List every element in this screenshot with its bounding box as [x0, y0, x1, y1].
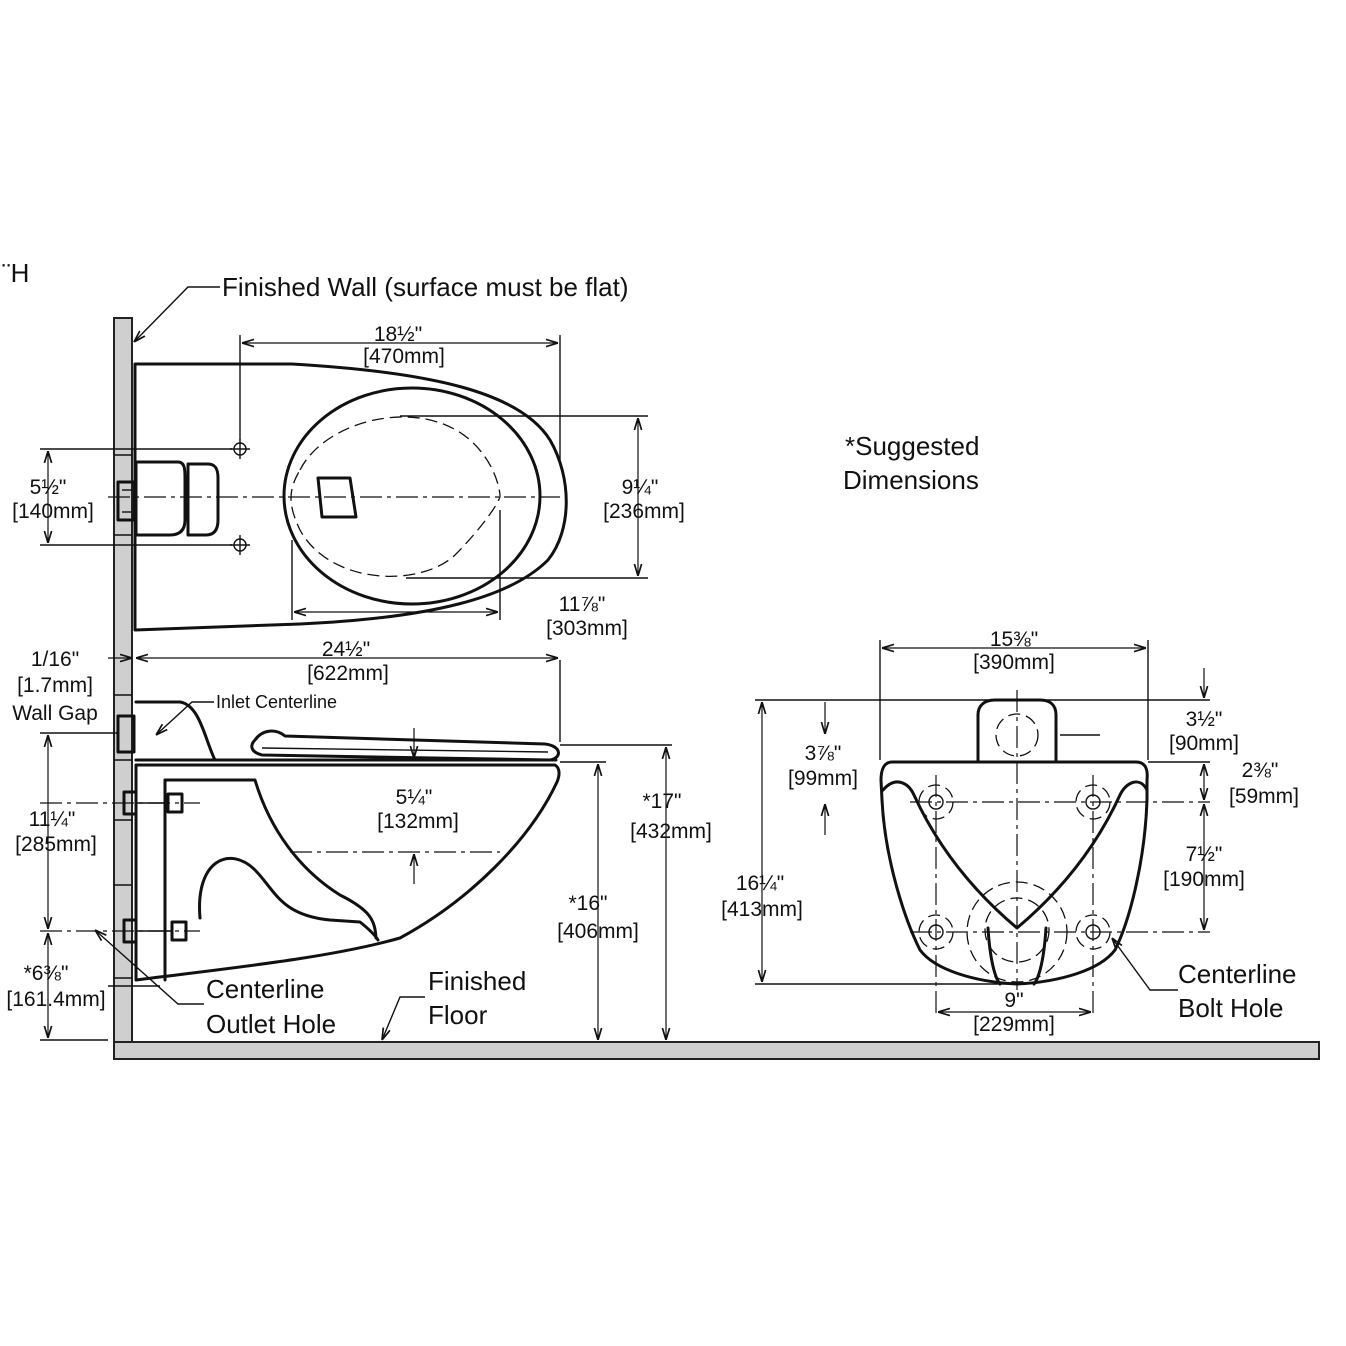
- finished-floor-label-1: Finished: [428, 966, 526, 996]
- dim-side-depth-mm: [622mm]: [307, 662, 389, 685]
- suggested-label: *Suggested: [845, 431, 979, 461]
- dim-top-width-mm: [470mm]: [363, 345, 445, 368]
- dim-front-mid-mm: [190mm]: [1163, 868, 1245, 891]
- dim-side-bowl-mm: [132mm]: [377, 810, 459, 833]
- dim-front-height-in: 16¼": [736, 872, 784, 895]
- top-view: [40, 335, 648, 632]
- corner-label: ¨H: [2, 258, 29, 288]
- dim-top-height-in: 9¼": [622, 476, 659, 499]
- dim-front-top-in: 3⅞": [805, 742, 842, 765]
- dim-side-bolt-in: 11¼": [29, 808, 76, 831]
- dim-top-seat-mm: [303mm]: [546, 617, 628, 640]
- dim-side-17-mm: [432mm]: [630, 820, 712, 843]
- outlet-centerline-label: Centerline: [206, 974, 325, 1004]
- front-view: [755, 640, 1210, 1015]
- dim-top-mount-mm: [140mm]: [12, 500, 94, 523]
- dim-side-16-mm: [406mm]: [557, 920, 639, 943]
- dim-front-height-mm: [413mm]: [721, 898, 803, 921]
- bolt-hole-label: Bolt Hole: [1178, 993, 1284, 1023]
- dim-front-width-mm: [390mm]: [973, 651, 1055, 674]
- dim-front-top-mm: [99mm]: [788, 767, 858, 790]
- finished-floor-label-2: Floor: [428, 1000, 488, 1030]
- dim-front-inlet-in: 3½": [1186, 708, 1223, 731]
- dim-front-width-in: 15⅜": [990, 628, 1038, 651]
- dim-front-inlet-mm: [90mm]: [1169, 732, 1239, 755]
- inlet-centerline-label: Inlet Centerline: [216, 692, 337, 712]
- dim-top-width-in: 18½": [374, 323, 422, 346]
- outlet-hole-label: Outlet Hole: [206, 1009, 336, 1039]
- dim-front-bolts-mm: [229mm]: [973, 1013, 1055, 1036]
- wall-gap-label: Wall Gap: [12, 702, 98, 725]
- side-view: [40, 660, 672, 1041]
- finished-floor: [113, 1041, 1320, 1060]
- bolt-centerline-label: Centerline: [1178, 959, 1297, 989]
- dim-side-bolt-mm: [285mm]: [15, 833, 97, 856]
- dim-front-bolts-in: 9": [1004, 989, 1023, 1012]
- dim-side-outlet-in: *6⅜": [24, 962, 69, 985]
- finished-wall-label: Finished Wall (surface must be flat): [222, 272, 629, 302]
- dim-side-depth-in: 24½": [322, 638, 370, 661]
- dim-top-seat-in: 11⅞": [559, 593, 606, 616]
- dim-top-height-mm: [236mm]: [603, 500, 685, 523]
- dim-gap-mm: [1.7mm]: [17, 674, 93, 697]
- dim-front-mid-in: 7½": [1186, 843, 1223, 866]
- dim-side-outlet-mm: [161.4mm]: [6, 988, 105, 1011]
- dim-gap-in: 1/16": [31, 648, 79, 671]
- dim-side-17-in: *17": [643, 790, 682, 813]
- dim-side-bowl-in: 5¼": [396, 786, 433, 809]
- dim-front-upper-mm: [59mm]: [1229, 785, 1299, 808]
- dim-top-mount-in: 5½": [30, 476, 67, 499]
- dim-front-upper-in: 2⅜": [1242, 759, 1279, 782]
- dimensions-label: Dimensions: [843, 465, 979, 495]
- dim-side-16-in: *16": [569, 892, 608, 915]
